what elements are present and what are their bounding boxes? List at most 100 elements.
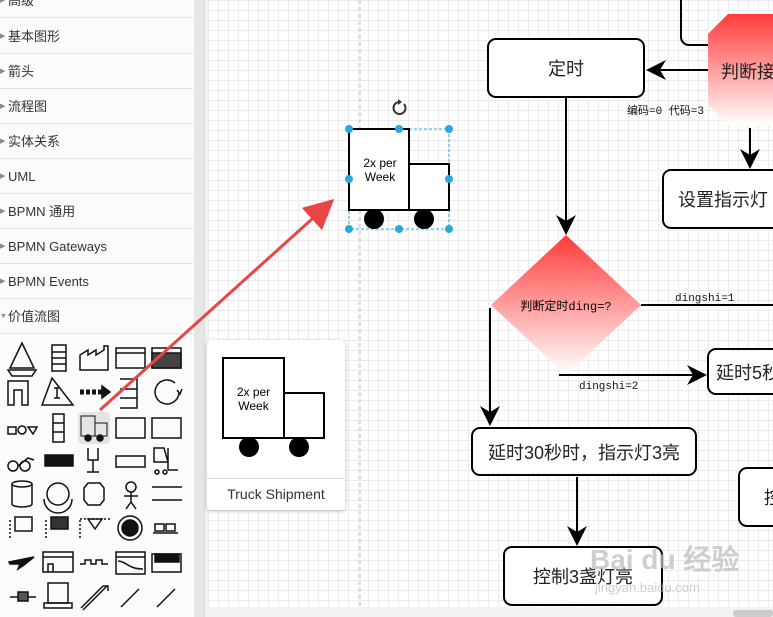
airplane-shape[interactable] (7, 556, 35, 571)
kanban-batch-shape[interactable] (10, 591, 36, 602)
preview-label: Truck Shipment (207, 478, 345, 502)
selected-truck-shape[interactable] (345, 99, 453, 233)
oxox-shape[interactable] (115, 455, 146, 468)
quality-shape[interactable] (83, 482, 105, 506)
schedule-hatched-shape[interactable] (45, 516, 69, 540)
triangle-right-icon: ▶ (0, 138, 6, 145)
section-label: 流程图 (8, 99, 48, 114)
node-set-light[interactable]: 设置指示灯 (662, 169, 773, 229)
horizontal-scrollbar-thumb[interactable] (733, 610, 773, 617)
triangle-right-icon: ▶ (0, 278, 6, 285)
watermark-logo: Bai du 经验 (590, 544, 740, 575)
judge-top-node[interactable] (708, 14, 773, 125)
timeline-shape[interactable] (80, 559, 108, 565)
edge-label-code: 编码=0 代码=3 (627, 106, 705, 118)
triangle-right-icon: ▶ (0, 173, 6, 180)
other-information-shape[interactable] (151, 417, 182, 439)
triangle-down-icon: ▼ (0, 313, 7, 320)
section-uml[interactable]: ▶UML (0, 159, 193, 194)
sequenced-pull-shape[interactable] (153, 523, 178, 534)
horizontal-scrollbar[interactable] (208, 607, 773, 617)
shape-sidebar: ▶高级 ▶基本图形 ▶箭头 ▶流程图 ▶实体关系 ▶UML ▶BPMN 通用 ▶… (0, 0, 194, 617)
top-right-node[interactable] (680, 0, 719, 46)
section-label: 箭头 (8, 64, 35, 79)
section-label: 高级 (8, 0, 35, 8)
supermarket-shape[interactable] (7, 380, 29, 406)
node-decision-text: 判断定时ding=? (520, 300, 612, 314)
selected-shape-text: 2x per Week (363, 156, 397, 184)
sidebar-scrollbar[interactable] (194, 0, 204, 617)
section-entity-relation[interactable]: ▶实体关系 (0, 124, 193, 159)
shipment-arrow-shape[interactable] (120, 588, 140, 608)
decision-node[interactable] (491, 235, 641, 375)
schedule-shape[interactable] (9, 516, 33, 540)
rotation-shape[interactable] (154, 379, 183, 405)
inventory-shape[interactable] (40, 376, 75, 406)
rotate-handle-icon[interactable] (392, 99, 407, 115)
edge-label-dingshi1: dingshi=1 (675, 293, 735, 305)
sailboat-shape[interactable] (6, 341, 38, 377)
pull-shape[interactable] (87, 448, 99, 473)
kaizen-shape[interactable] (7, 425, 39, 436)
section-bpmn-events[interactable]: ▶BPMN Events (0, 264, 193, 299)
section-label: BPMN Gateways (8, 239, 107, 254)
operator-shape[interactable] (124, 481, 138, 510)
buffer-shape[interactable] (52, 413, 65, 443)
node-control-right[interactable]: 控 (738, 467, 773, 527)
go-see-shape[interactable] (7, 457, 35, 472)
push-arrow-shape[interactable] (80, 384, 112, 400)
panel-splitter[interactable] (204, 0, 208, 617)
electronic-info-shape[interactable] (44, 454, 74, 467)
triangle-right-icon: ▶ (0, 208, 6, 215)
node-delay30[interactable]: 延时30秒时，指示灯3亮 (471, 427, 697, 476)
section-label: BPMN 通用 (8, 204, 76, 219)
preview-shape-text: 2x per Week (236, 385, 271, 413)
diagram-canvas[interactable] (208, 0, 773, 607)
section-label: BPMN Events (8, 274, 89, 289)
truck-preview-icon (222, 357, 325, 457)
supplier-shape[interactable] (115, 347, 146, 369)
watermark-url: jingyan.baidu.com (595, 580, 700, 595)
load-leveling-shape[interactable] (117, 515, 143, 541)
production-batch-shape[interactable] (43, 582, 73, 609)
section-flowchart[interactable]: ▶流程图 (0, 89, 193, 124)
triangle-right-icon: ▶ (0, 68, 6, 75)
triangle-right-icon: ▶ (0, 33, 6, 40)
annotation-arrow (98, 198, 335, 412)
triangle-right-icon: ▶ (0, 0, 6, 4)
triangle-right-icon: ▶ (0, 103, 6, 110)
production-control-shape[interactable] (115, 417, 146, 439)
section-advanced[interactable]: ▶高级 (0, 0, 193, 18)
edge-label-dingshi2: dingshi=2 (579, 381, 639, 393)
movement-arrow-shape[interactable] (80, 585, 109, 611)
kanban-post-shape[interactable] (51, 344, 67, 372)
manual-info-arrow-shape[interactable] (156, 588, 176, 608)
triangle-right-icon: ▶ (0, 243, 6, 250)
section-value-stream[interactable]: ▼价值流图 (0, 299, 193, 334)
section-label: 价值流图 (8, 309, 61, 324)
section-label: 实体关系 (8, 134, 61, 149)
fifo-shape[interactable] (152, 486, 182, 501)
section-bpmn-gateways[interactable]: ▶BPMN Gateways (0, 229, 193, 264)
node-delay5[interactable]: 延时5秒 (707, 348, 773, 395)
warehouse-shape[interactable] (42, 551, 74, 573)
withdrawal-shape[interactable] (79, 518, 110, 540)
node-judge-top-text: 判断接 (721, 62, 773, 82)
forklift-shape[interactable] (153, 447, 178, 475)
cycle-time-shape[interactable] (115, 551, 146, 575)
shape-palette (6, 341, 183, 611)
inbound-shape[interactable] (151, 553, 182, 573)
factory-shape[interactable] (79, 345, 109, 371)
section-arrows[interactable]: ▶箭头 (0, 54, 193, 89)
node-control3[interactable]: 控制3盏灯亮 (503, 546, 663, 606)
truck-shipment-shape[interactable] (80, 415, 108, 442)
resize-handles[interactable] (345, 125, 453, 233)
section-bpmn-general[interactable]: ▶BPMN 通用 (0, 194, 193, 229)
database-shape[interactable] (11, 480, 33, 508)
shape-preview-tooltip: 2x per Week Truck Shipment (207, 340, 345, 510)
safety-stock-shape[interactable] (43, 482, 73, 514)
section-label: UML (8, 169, 36, 184)
node-timer[interactable]: 定时 (487, 38, 645, 98)
section-basic-shapes[interactable]: ▶基本图形 (0, 19, 193, 54)
